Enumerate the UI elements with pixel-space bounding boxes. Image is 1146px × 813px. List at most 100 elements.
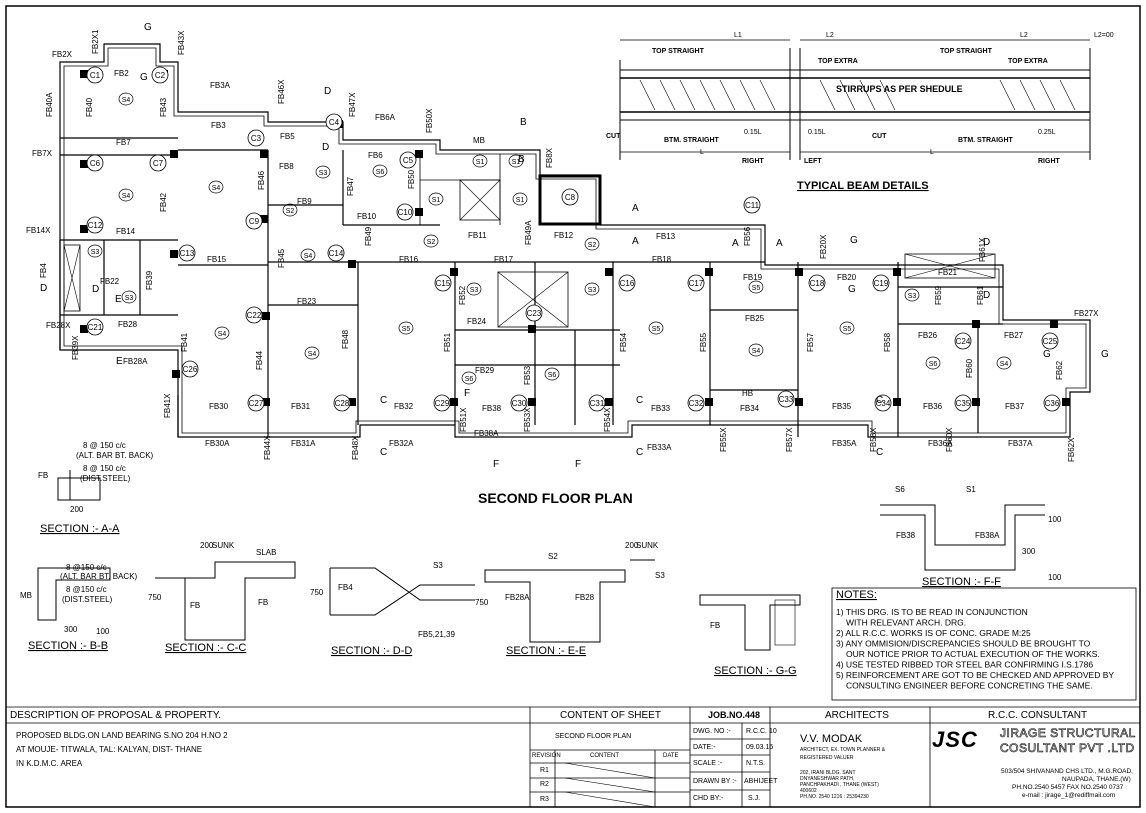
- architects-heading: ARCHITECTS: [825, 710, 889, 721]
- beam-label: FB2: [114, 69, 129, 78]
- beam-label: FB49: [364, 226, 373, 246]
- svg-text:(DIST.STEEL): (DIST.STEEL): [62, 595, 113, 604]
- svg-text:8 @150 c/c: 8 @150 c/c: [66, 563, 107, 572]
- section-mark: F: [575, 459, 581, 470]
- slab-label: S5: [752, 285, 761, 292]
- beam-label: FB47X: [348, 92, 357, 117]
- column-label: C21: [88, 323, 103, 332]
- beam-label: FB14X: [26, 226, 51, 235]
- beam-label: FB16: [399, 255, 419, 264]
- column-marker: [86, 216, 104, 234]
- beam-label: FB44: [255, 350, 264, 370]
- slab-marker: [282, 203, 298, 217]
- slab-label: S3: [319, 170, 328, 177]
- section-mark: B: [518, 154, 525, 165]
- column-label: C35: [956, 399, 971, 408]
- beam-label: HB: [742, 389, 753, 398]
- svg-text:100: 100: [96, 627, 110, 636]
- slab-marker: [461, 371, 477, 385]
- note-line: OUR NOTICE PRIOR TO ACTUAL EXECUTION OF …: [846, 649, 1100, 659]
- rev-header-content: CONTENT: [590, 753, 619, 759]
- column-marker: [333, 394, 351, 412]
- svg-text:750: 750: [148, 593, 162, 602]
- column-label: C27: [249, 399, 264, 408]
- svg-text:8 @ 150 c/c: 8 @ 150 c/c: [83, 464, 126, 473]
- section-mark: E: [115, 294, 122, 305]
- slab-marker: [304, 346, 320, 360]
- section-mark: D: [983, 290, 990, 301]
- architect-name: V.V. MODAK: [800, 733, 863, 745]
- slab-marker: [508, 154, 524, 168]
- column-label: C23: [527, 309, 542, 318]
- column-marker: [149, 154, 167, 172]
- beam-label: FB38A: [474, 429, 499, 438]
- beam-label: FB58X: [869, 427, 878, 452]
- section-mark: A: [632, 236, 639, 247]
- slab-marker: [466, 282, 482, 296]
- column-marker: [433, 394, 451, 412]
- beam-label: FB40: [85, 97, 94, 117]
- revision-r3: R3: [540, 796, 549, 803]
- svg-text:(ALT. BAR BT. BACK): (ALT. BAR BT. BACK): [76, 451, 154, 460]
- beam-detail-label: L: [700, 149, 704, 156]
- dwg-label: DWG. NO :-: [693, 728, 731, 735]
- svg-text:FB: FB: [190, 601, 200, 610]
- section-gg-title: SECTION :- G-G: [714, 665, 797, 677]
- beam-label: FB33A: [647, 443, 672, 452]
- firm-address-1: 503/504 SHIVANAND CHS LTD., M.G.ROAD,: [1001, 768, 1133, 775]
- column-marker: [1041, 332, 1059, 350]
- slab-marker: [372, 164, 388, 178]
- beam-label: FB54X: [603, 407, 612, 432]
- beam-label: FB42: [159, 192, 168, 212]
- beam-label: FB55: [699, 332, 708, 352]
- svg-text:SUNK: SUNK: [636, 541, 659, 550]
- column-marker: [396, 203, 414, 221]
- beam-detail-label: BTM. STRAIGHT: [958, 137, 1014, 144]
- slab-marker: [423, 234, 439, 248]
- column-label: C12: [88, 221, 103, 230]
- column-label: C28: [335, 399, 350, 408]
- section-dd: 750 FB4 S3 FB5,21,39 SECTION :- D-D: [310, 561, 455, 657]
- beam-label: FB30: [209, 402, 229, 411]
- beam-label: FB57: [806, 332, 815, 352]
- column-label: C10: [398, 208, 413, 217]
- rcc-heading: R.C.C. CONSULTANT: [988, 710, 1088, 721]
- column-marker: [777, 390, 795, 408]
- slab-label: S4: [122, 97, 131, 104]
- slab-marker: [925, 356, 941, 370]
- beam-label: FB43X: [177, 30, 186, 55]
- column-label: C9: [249, 217, 260, 226]
- section-aa-title: SECTION :- A-A: [40, 523, 120, 535]
- column-label: C1: [90, 71, 101, 80]
- slab-marker: [428, 192, 444, 206]
- column-label: C25: [1043, 337, 1058, 346]
- section-mark: G: [140, 72, 148, 83]
- column-marker: [954, 332, 972, 350]
- column-label: C26: [183, 365, 198, 374]
- proposal-line-2: AT MOUJE- TITWALA, TAL: KALYAN, DIST- TH…: [16, 745, 203, 754]
- slab-marker: [208, 180, 224, 194]
- column-label: C33: [779, 395, 794, 404]
- column-label: C31: [590, 399, 605, 408]
- beam-detail-label: TOP EXTRA: [1008, 58, 1048, 65]
- svg-text:FB: FB: [258, 598, 268, 607]
- column-marker: [743, 196, 761, 214]
- beam-label: FB54: [619, 332, 628, 352]
- note-line: 2) ALL R.C.C. WORKS IS OF CONC. GRADE M:…: [836, 628, 1031, 638]
- slab-marker: [472, 154, 488, 168]
- svg-text:(DIST.STEEL): (DIST.STEEL): [80, 474, 131, 483]
- slab-marker: [839, 321, 855, 335]
- beam-label: FB33: [651, 404, 671, 413]
- column-marker: [618, 274, 636, 292]
- column-marker: [399, 151, 417, 169]
- column-marker: [181, 360, 199, 378]
- column-marker: [434, 274, 452, 292]
- svg-text:200: 200: [70, 505, 84, 514]
- content-value: SECOND FLOOR PLAN: [555, 733, 632, 740]
- section-mark: D: [322, 142, 329, 153]
- column-label: C16: [620, 279, 635, 288]
- typical-beam-detail: [619, 39, 1091, 160]
- section-mark: A: [732, 238, 739, 249]
- column-marker: [588, 394, 606, 412]
